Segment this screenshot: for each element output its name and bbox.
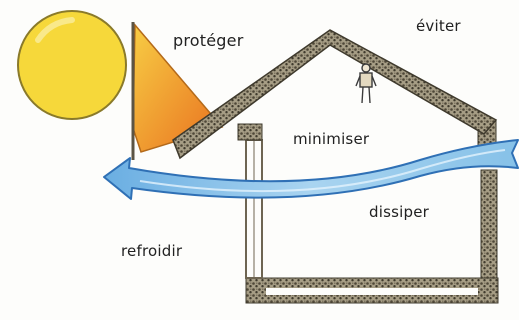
label-proteger: protéger <box>173 31 243 50</box>
sun-icon <box>18 11 126 119</box>
air-flow-arrow-icon <box>104 140 518 199</box>
label-dissiper: dissiper <box>369 203 429 221</box>
label-refroidir: refroidir <box>121 242 182 260</box>
label-eviter: éviter <box>416 17 461 35</box>
label-minimiser: minimiser <box>293 130 369 148</box>
